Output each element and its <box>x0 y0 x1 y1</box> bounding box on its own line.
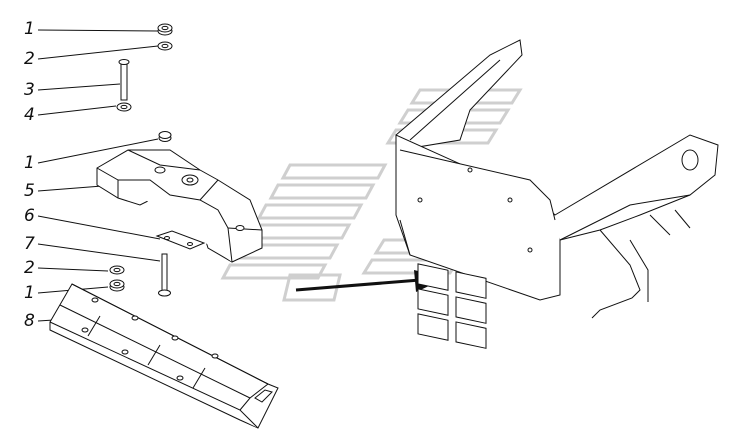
channel-beam-part <box>49 283 279 429</box>
callout-4-flat-washer: 4 <box>24 105 35 125</box>
hardware-stack-top <box>116 23 173 112</box>
callout-7-bolt: 7 <box>24 234 35 254</box>
vehicle-frame-part <box>395 39 719 349</box>
bolt-icon <box>120 61 128 101</box>
callout-2-washer-2: 2 <box>24 258 35 278</box>
callout-8-channel-beam: 8 <box>24 311 35 331</box>
callout-2-washer: 2 <box>24 49 35 69</box>
bolt-icon <box>161 253 168 293</box>
plate-part <box>155 230 206 250</box>
callout-3-bolt: 3 <box>24 80 35 100</box>
callout-1-nut: 1 <box>24 19 35 39</box>
callout-5-bracket: 5 <box>24 181 35 201</box>
callout-1-nut-3: 1 <box>24 283 35 303</box>
bracket-part <box>96 131 263 263</box>
hardware-stack-bottom <box>109 253 171 297</box>
callout-6-plate: 6 <box>24 206 35 226</box>
callout-1-nut-2: 1 <box>24 153 35 173</box>
